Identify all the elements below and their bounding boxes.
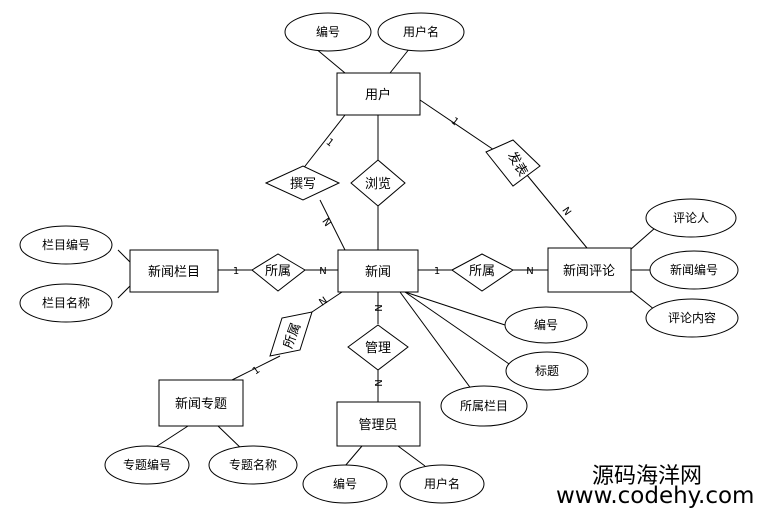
entity-column-label: 新闻栏目 [148, 264, 200, 280]
attr-topic-name-label: 专题名称 [229, 457, 277, 472]
attr-news-title-label: 标题 [535, 364, 559, 378]
edge-news-column [399, 291, 473, 391]
attr-column-name-label: 栏目名称 [42, 295, 90, 310]
attr-topic-id [104, 445, 190, 485]
attr-comment-newsid-label: 新闻编号 [670, 262, 718, 277]
card-user-publish: 1 [449, 116, 461, 129]
entity-news-label: 新闻 [365, 264, 391, 280]
card-topic-rel-topic: 1 [251, 365, 263, 378]
edge-user-name [389, 47, 411, 74]
rel-write [264, 165, 341, 201]
entity-admin [336, 401, 421, 447]
rel-write-label: 撰写 [290, 177, 316, 192]
card-news-belong: 1 [434, 266, 440, 277]
rel-browse-label: 浏览 [365, 176, 391, 192]
rel-belong-comment-label: 所属 [469, 264, 495, 279]
attr-comment-newsid [649, 250, 739, 290]
card-publish-comment: N [559, 205, 572, 217]
rel-belong-comment [451, 253, 514, 292]
attr-commenter-label: 评论人 [673, 211, 709, 225]
attr-comment-content-label: 评论内容 [668, 310, 716, 325]
card-belong-news: N [319, 266, 326, 277]
entity-topic [158, 379, 244, 427]
card-write-news: N [319, 216, 332, 228]
attr-topic-id-label: 专题编号 [123, 457, 171, 472]
attr-user-id-label: 编号 [316, 24, 340, 39]
entity-user [336, 72, 421, 116]
edge-comment-commenter [629, 227, 656, 251]
edge-user-id [314, 47, 346, 74]
card-belong-comment: N [526, 266, 533, 277]
edge-admin-name [397, 445, 426, 467]
attr-comment-content [645, 298, 739, 338]
rel-belong-topic [269, 311, 313, 357]
attr-admin-name [399, 464, 485, 504]
entity-news [337, 249, 419, 293]
attr-commenter [645, 198, 737, 238]
edge-column-id [117, 249, 131, 263]
edge-news-title [404, 291, 513, 367]
rel-belong-column-label: 所属 [265, 264, 291, 279]
edge-news-id [404, 291, 506, 326]
attr-news-column-label: 所属栏目 [460, 398, 508, 413]
entity-topic-label: 新闻专题 [175, 396, 227, 412]
card-news-manage: N [372, 304, 383, 311]
entity-user-label: 用户 [365, 87, 391, 103]
attr-user-id [284, 12, 372, 52]
rel-manage-label: 管理 [365, 341, 391, 356]
entity-column [129, 249, 219, 293]
rel-belong-column [251, 253, 306, 292]
watermark-title: 源码海洋网 [592, 464, 703, 489]
card-manage-admin: N [372, 379, 383, 386]
edge-news-topic-rel [311, 291, 343, 313]
entity-admin-label: 管理员 [358, 418, 397, 433]
edge-topic-rel-topic [231, 355, 281, 381]
attr-admin-id [302, 464, 388, 504]
edge-publish-comment [526, 174, 588, 249]
attr-news-id-label: 编号 [534, 317, 558, 332]
edge-comment-content [629, 289, 656, 311]
attr-column-id-label: 栏目编号 [42, 237, 90, 252]
card-user-write: 1 [324, 137, 336, 150]
attr-user-name [377, 12, 465, 52]
rel-publish [485, 139, 541, 187]
attr-admin-id-label: 编号 [333, 476, 357, 491]
attr-news-title [505, 351, 589, 391]
attr-user-name-label: 用户名 [403, 24, 439, 39]
entity-comment-label: 新闻评论 [563, 263, 615, 279]
watermark-url: www.codehy.com [556, 483, 755, 509]
attr-topic-name [208, 445, 298, 485]
entity-comment [547, 247, 632, 293]
edge-write-news [319, 199, 346, 251]
edge-user-publish [419, 99, 498, 153]
attr-column-id [19, 225, 113, 265]
edge-column-name [117, 285, 131, 299]
card-column-belong: 1 [233, 266, 239, 277]
attr-admin-name-label: 用户名 [424, 476, 460, 491]
attr-news-id [504, 306, 588, 344]
rel-browse [350, 159, 406, 207]
rel-manage [347, 324, 409, 371]
attr-news-column [440, 385, 528, 427]
edge-admin-id [344, 445, 363, 467]
attr-column-name [19, 283, 113, 323]
edge-user-write [301, 114, 346, 171]
